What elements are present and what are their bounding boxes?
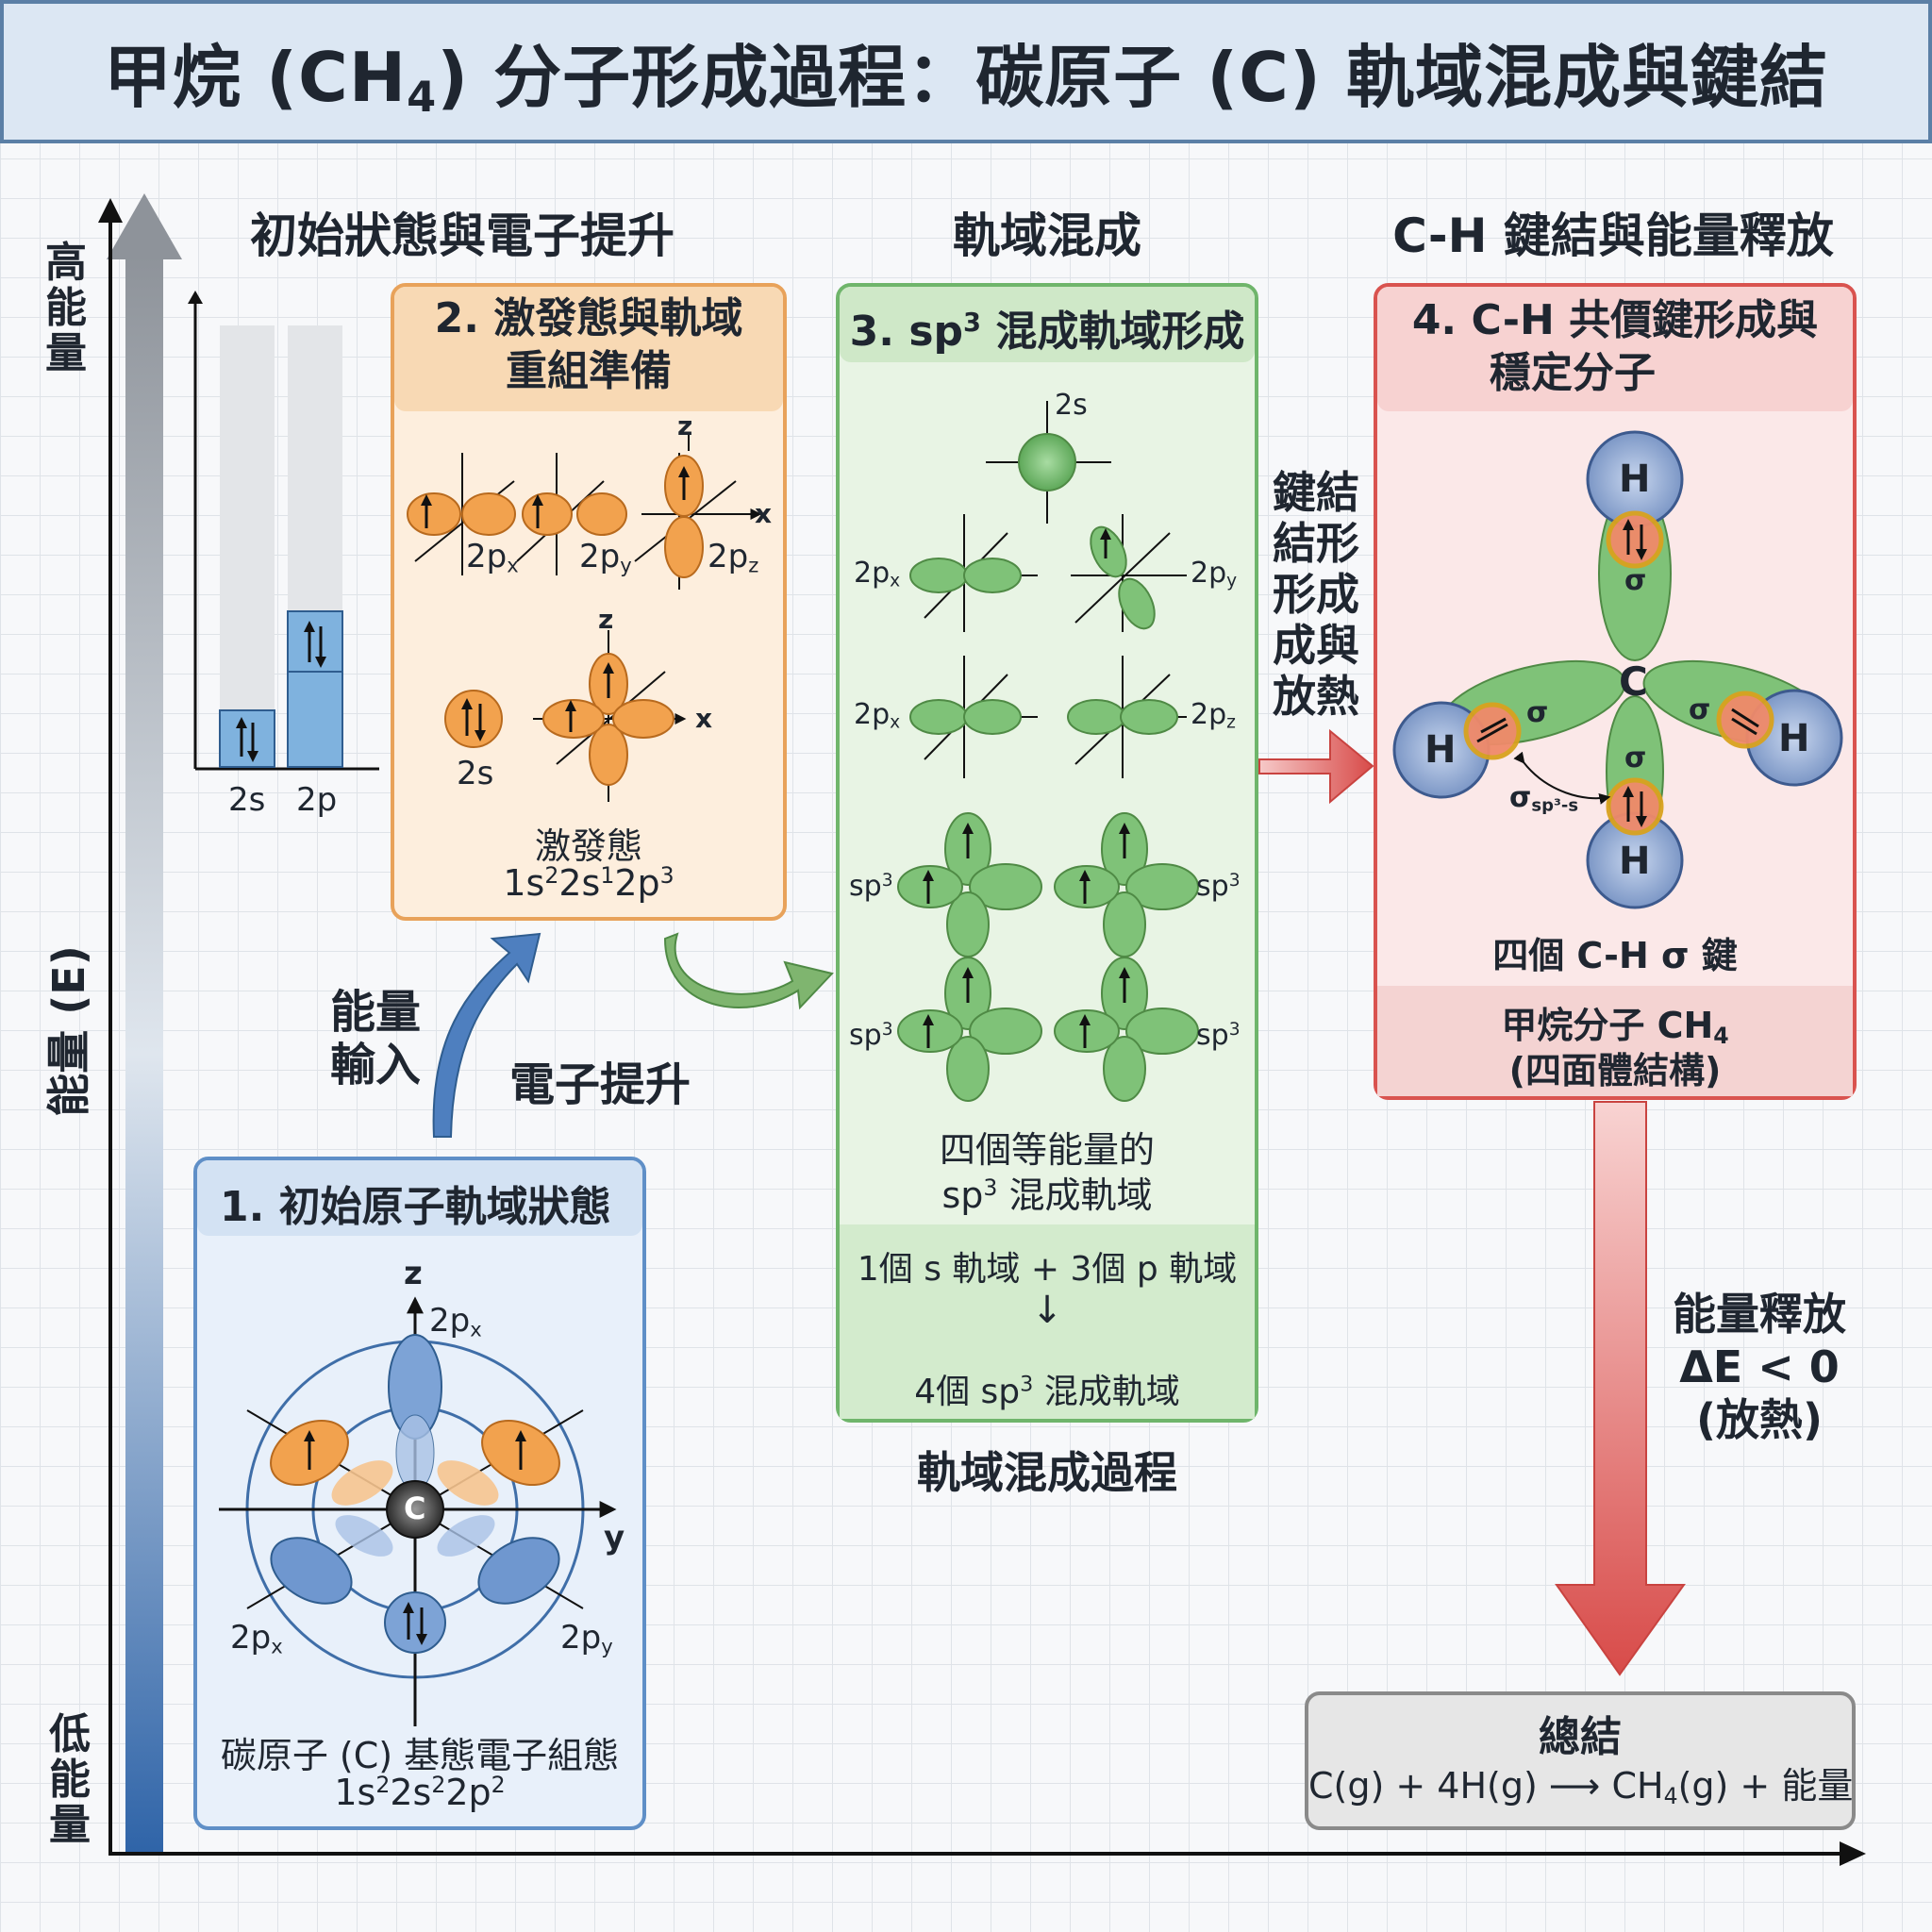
h-top: H — [1619, 458, 1651, 501]
p1-2py-right: 2py — [560, 1619, 613, 1658]
summary-box — [1305, 1691, 1856, 1830]
h-left: H — [1424, 728, 1457, 772]
p1-2px-left: 2px — [230, 1619, 283, 1658]
title-bar: 甲烷 (CH4) 分子形成過程：碳原子 (C) 軌域混成與鍵結 — [0, 0, 1932, 143]
bond-formation-arrow — [1258, 728, 1374, 805]
methane-molecule — [1392, 430, 1843, 909]
energy-axis-arrow — [107, 193, 182, 259]
p3-down-arrow: ↓ — [1031, 1289, 1063, 1332]
p3-2pz: 2pz — [1191, 698, 1236, 733]
p2-x-top: x — [755, 498, 773, 529]
p1-z-label: z — [404, 1255, 423, 1292]
p1-2px-top: 2px — [429, 1302, 482, 1341]
hybridization-process-label: 軌域混成過程 — [917, 1447, 1177, 1498]
energy-release-arrow — [1555, 1101, 1686, 1676]
p2-2pz: 2pz — [708, 538, 759, 577]
sp3-clover-4 — [1054, 957, 1199, 1102]
energy-input-arrow — [432, 932, 541, 1138]
p1-y-label: y — [604, 1519, 625, 1557]
hybrid-orbitals — [909, 401, 1187, 778]
p3-caption-1: 四個等能量的 — [939, 1129, 1155, 1171]
sp3-clover-3 — [897, 957, 1042, 1102]
sp3-clover-1 — [897, 812, 1042, 958]
p1-caption: 碳原子 (C) 基態電子組態 — [220, 1735, 620, 1776]
p3-sp3-4: sp3 — [1196, 1019, 1241, 1052]
h-right: H — [1778, 717, 1810, 760]
p3-2px-b: 2px — [854, 698, 901, 733]
p3-sp3-1: sp3 — [849, 870, 893, 903]
panel-1-title: 1. 初始原子軌域狀態 — [220, 1183, 611, 1231]
p3-sp3-3: sp3 — [849, 1019, 893, 1052]
p4-footer-1: 甲烷分子 CH4 — [1501, 1005, 1729, 1049]
section-title-hybrid: 軌域混成 — [953, 208, 1141, 263]
axis-low-label: 低能量 — [49, 1710, 91, 1849]
excited-hybrid-preview — [444, 630, 687, 802]
ground-state-orbitals — [219, 1296, 617, 1726]
p2-2px: 2px — [466, 538, 519, 577]
p1-config: 1s22s22p2 — [334, 1772, 506, 1813]
p4-footer-2: (四面體結構) — [1508, 1050, 1722, 1091]
axis-high-label: 高能量 — [45, 239, 87, 377]
p2-z-mid: z — [598, 604, 614, 635]
p3-2s: 2s — [1055, 389, 1088, 422]
sigma-right: σ — [1689, 693, 1711, 726]
electron-promotion-label: 電子提升 — [509, 1058, 691, 1111]
level-2p-bar — [287, 610, 343, 768]
p3-formula-2: 4個 sp3 混成軌域 — [914, 1372, 1180, 1411]
p3-2py: 2py — [1191, 557, 1238, 591]
axis-energy-label: 能量 (E) — [43, 945, 94, 1117]
sigma-left: σ — [1526, 696, 1549, 729]
bond-formation-label: 鍵結結形形成成與放熱 — [1273, 467, 1359, 722]
sp3-orbital-set — [897, 812, 1199, 1102]
p2-config: 1s22s12p3 — [503, 862, 675, 904]
p3-2px-a: 2px — [854, 557, 901, 591]
carbon-center: C — [1619, 658, 1648, 705]
energy-gradient-bar — [125, 255, 163, 1854]
section-title-initial: 初始狀態與電子提升 — [250, 208, 675, 263]
to-hybrid-arrow — [663, 932, 834, 1010]
p4-caption: 四個 C-H σ 鍵 — [1492, 935, 1738, 976]
energy-level-chart — [188, 291, 379, 771]
p2-x-mid: x — [695, 703, 713, 734]
p2-2py: 2py — [579, 538, 632, 577]
sigma-sp3-s-label: σsp³-s — [1509, 781, 1579, 816]
level-2s-label: 2s — [228, 781, 266, 819]
p2-z-top: z — [677, 410, 693, 441]
section-title-bonding: C-H 鍵結與能量釋放 — [1392, 208, 1834, 263]
panel-4-title: 4. C-H 共價鍵形成與穩定分子 — [1411, 296, 1819, 397]
sp3-clover-2 — [1054, 812, 1199, 958]
sigma-top: σ — [1624, 564, 1647, 597]
sigma-bottom: σ — [1624, 741, 1647, 774]
panel-2-box — [391, 283, 787, 921]
level-2s-bar — [219, 709, 275, 768]
summary-title: 總結 — [1539, 1713, 1622, 1761]
p3-caption-2: sp3 混成軌域 — [941, 1174, 1153, 1216]
level-2p-label: 2p — [296, 781, 338, 819]
p3-formula-1: 1個 s 軌域 + 3個 p 軌域 — [857, 1250, 1238, 1289]
panel-3-title: 3. sp3 混成軌域形成 — [849, 308, 1245, 356]
energy-input-label: 能量輸入 — [330, 986, 422, 1091]
page-title: 甲烷 (CH4) 分子形成過程：碳原子 (C) 軌域混成與鍵結 — [104, 37, 1828, 123]
h-bottom: H — [1619, 840, 1651, 883]
p1-carbon-label: C — [404, 1491, 426, 1526]
panel-2-title: 2. 激發態與軌域重組準備 — [434, 294, 743, 395]
p2-2s: 2s — [457, 755, 494, 792]
p3-sp3-2: sp3 — [1196, 870, 1241, 903]
summary-equation: C(g) + 4H(g) ⟶ CH4(g) + 能量 — [1308, 1765, 1854, 1809]
p2-caption: 激發態 — [534, 825, 642, 867]
